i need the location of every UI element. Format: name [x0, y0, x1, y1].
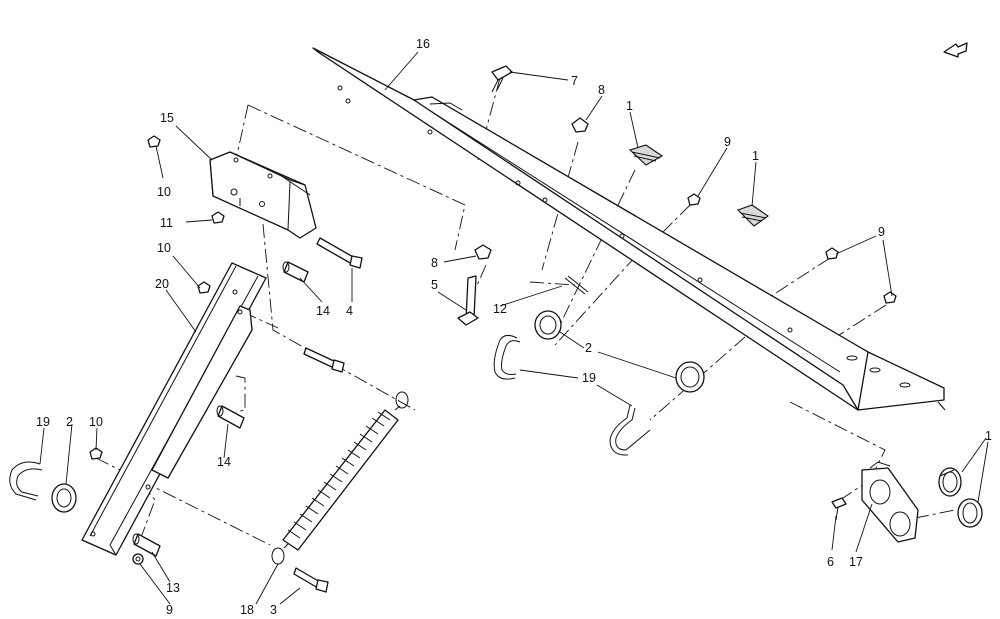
callout-8-upper: 8	[598, 83, 605, 97]
callout-4: 4	[346, 304, 353, 318]
part-15-bracket	[209, 151, 317, 239]
part-2-bushing-c	[51, 483, 77, 513]
part-17-plate	[861, 461, 919, 543]
callout-20: 20	[155, 277, 169, 291]
callout-10-upper: 10	[157, 185, 171, 199]
callout-12: 12	[493, 302, 507, 316]
part-18-spring	[271, 391, 409, 565]
callout-16: 16	[416, 37, 430, 51]
callout-2-middle: 2	[585, 341, 592, 355]
part-1-bushing-d	[957, 498, 983, 528]
part-2-bushing-b	[675, 361, 705, 393]
callout-10-middle: 10	[157, 241, 171, 255]
callout-11: 11	[160, 216, 173, 230]
callout-9-upper: 9	[724, 135, 731, 149]
part-4-bolt	[316, 237, 363, 269]
part-19-hook-c	[9, 461, 43, 501]
callout-14-upper: 14	[316, 304, 330, 318]
callout-1-lower-right: 1	[985, 429, 992, 443]
callout-5: 5	[431, 278, 438, 292]
part-6-screw	[831, 497, 847, 521]
part-4-bolt-b	[303, 347, 345, 373]
callout-1-upper-left: 1	[626, 99, 633, 113]
callout-9-lower: 9	[166, 603, 173, 617]
callout-8-lower: 8	[431, 256, 438, 270]
part-3-bolt	[293, 567, 329, 593]
part-8-nut-b	[474, 244, 492, 260]
callout-labels: 16 7 8 1 9 1 15 10 11 10 20 14 4 8 5 12 …	[36, 37, 992, 617]
part-1-bushing-b	[736, 204, 769, 227]
part-1-bushing-a	[628, 144, 664, 166]
part-1-bushing-c	[938, 467, 962, 497]
part-5-bolt	[457, 275, 479, 326]
leader-lines	[39, 51, 989, 605]
callout-9-right: 9	[878, 225, 885, 239]
part-19-hook-a	[493, 334, 521, 380]
small-nuts	[89, 135, 897, 565]
callout-15: 15	[160, 111, 174, 125]
part-20-arm	[81, 262, 267, 556]
part-7-carriage-bolt	[491, 65, 513, 93]
part-19-hook-b	[609, 404, 651, 456]
callout-6: 6	[827, 555, 834, 569]
part-14-pin-b	[216, 405, 245, 429]
orientation-arrow-icon	[943, 42, 968, 58]
part-2-bushing-a	[534, 310, 562, 340]
callout-13: 13	[166, 581, 180, 595]
callout-18: 18	[240, 603, 254, 617]
callout-1-upper-right: 1	[752, 149, 759, 163]
part-13-pin	[132, 533, 161, 557]
part-16-channel	[312, 47, 946, 411]
callout-3: 3	[270, 603, 277, 617]
callout-14-lower: 14	[217, 455, 231, 469]
callout-10-lower: 10	[89, 415, 103, 429]
part-14-pin-a	[282, 261, 309, 283]
callout-19-middle: 19	[582, 371, 596, 385]
callout-7: 7	[571, 74, 578, 88]
callout-19-left: 19	[36, 415, 50, 429]
callout-2-left: 2	[66, 415, 73, 429]
part-12-pin	[564, 275, 589, 295]
callout-17: 17	[849, 555, 863, 569]
part-8-nut-a	[571, 117, 589, 133]
